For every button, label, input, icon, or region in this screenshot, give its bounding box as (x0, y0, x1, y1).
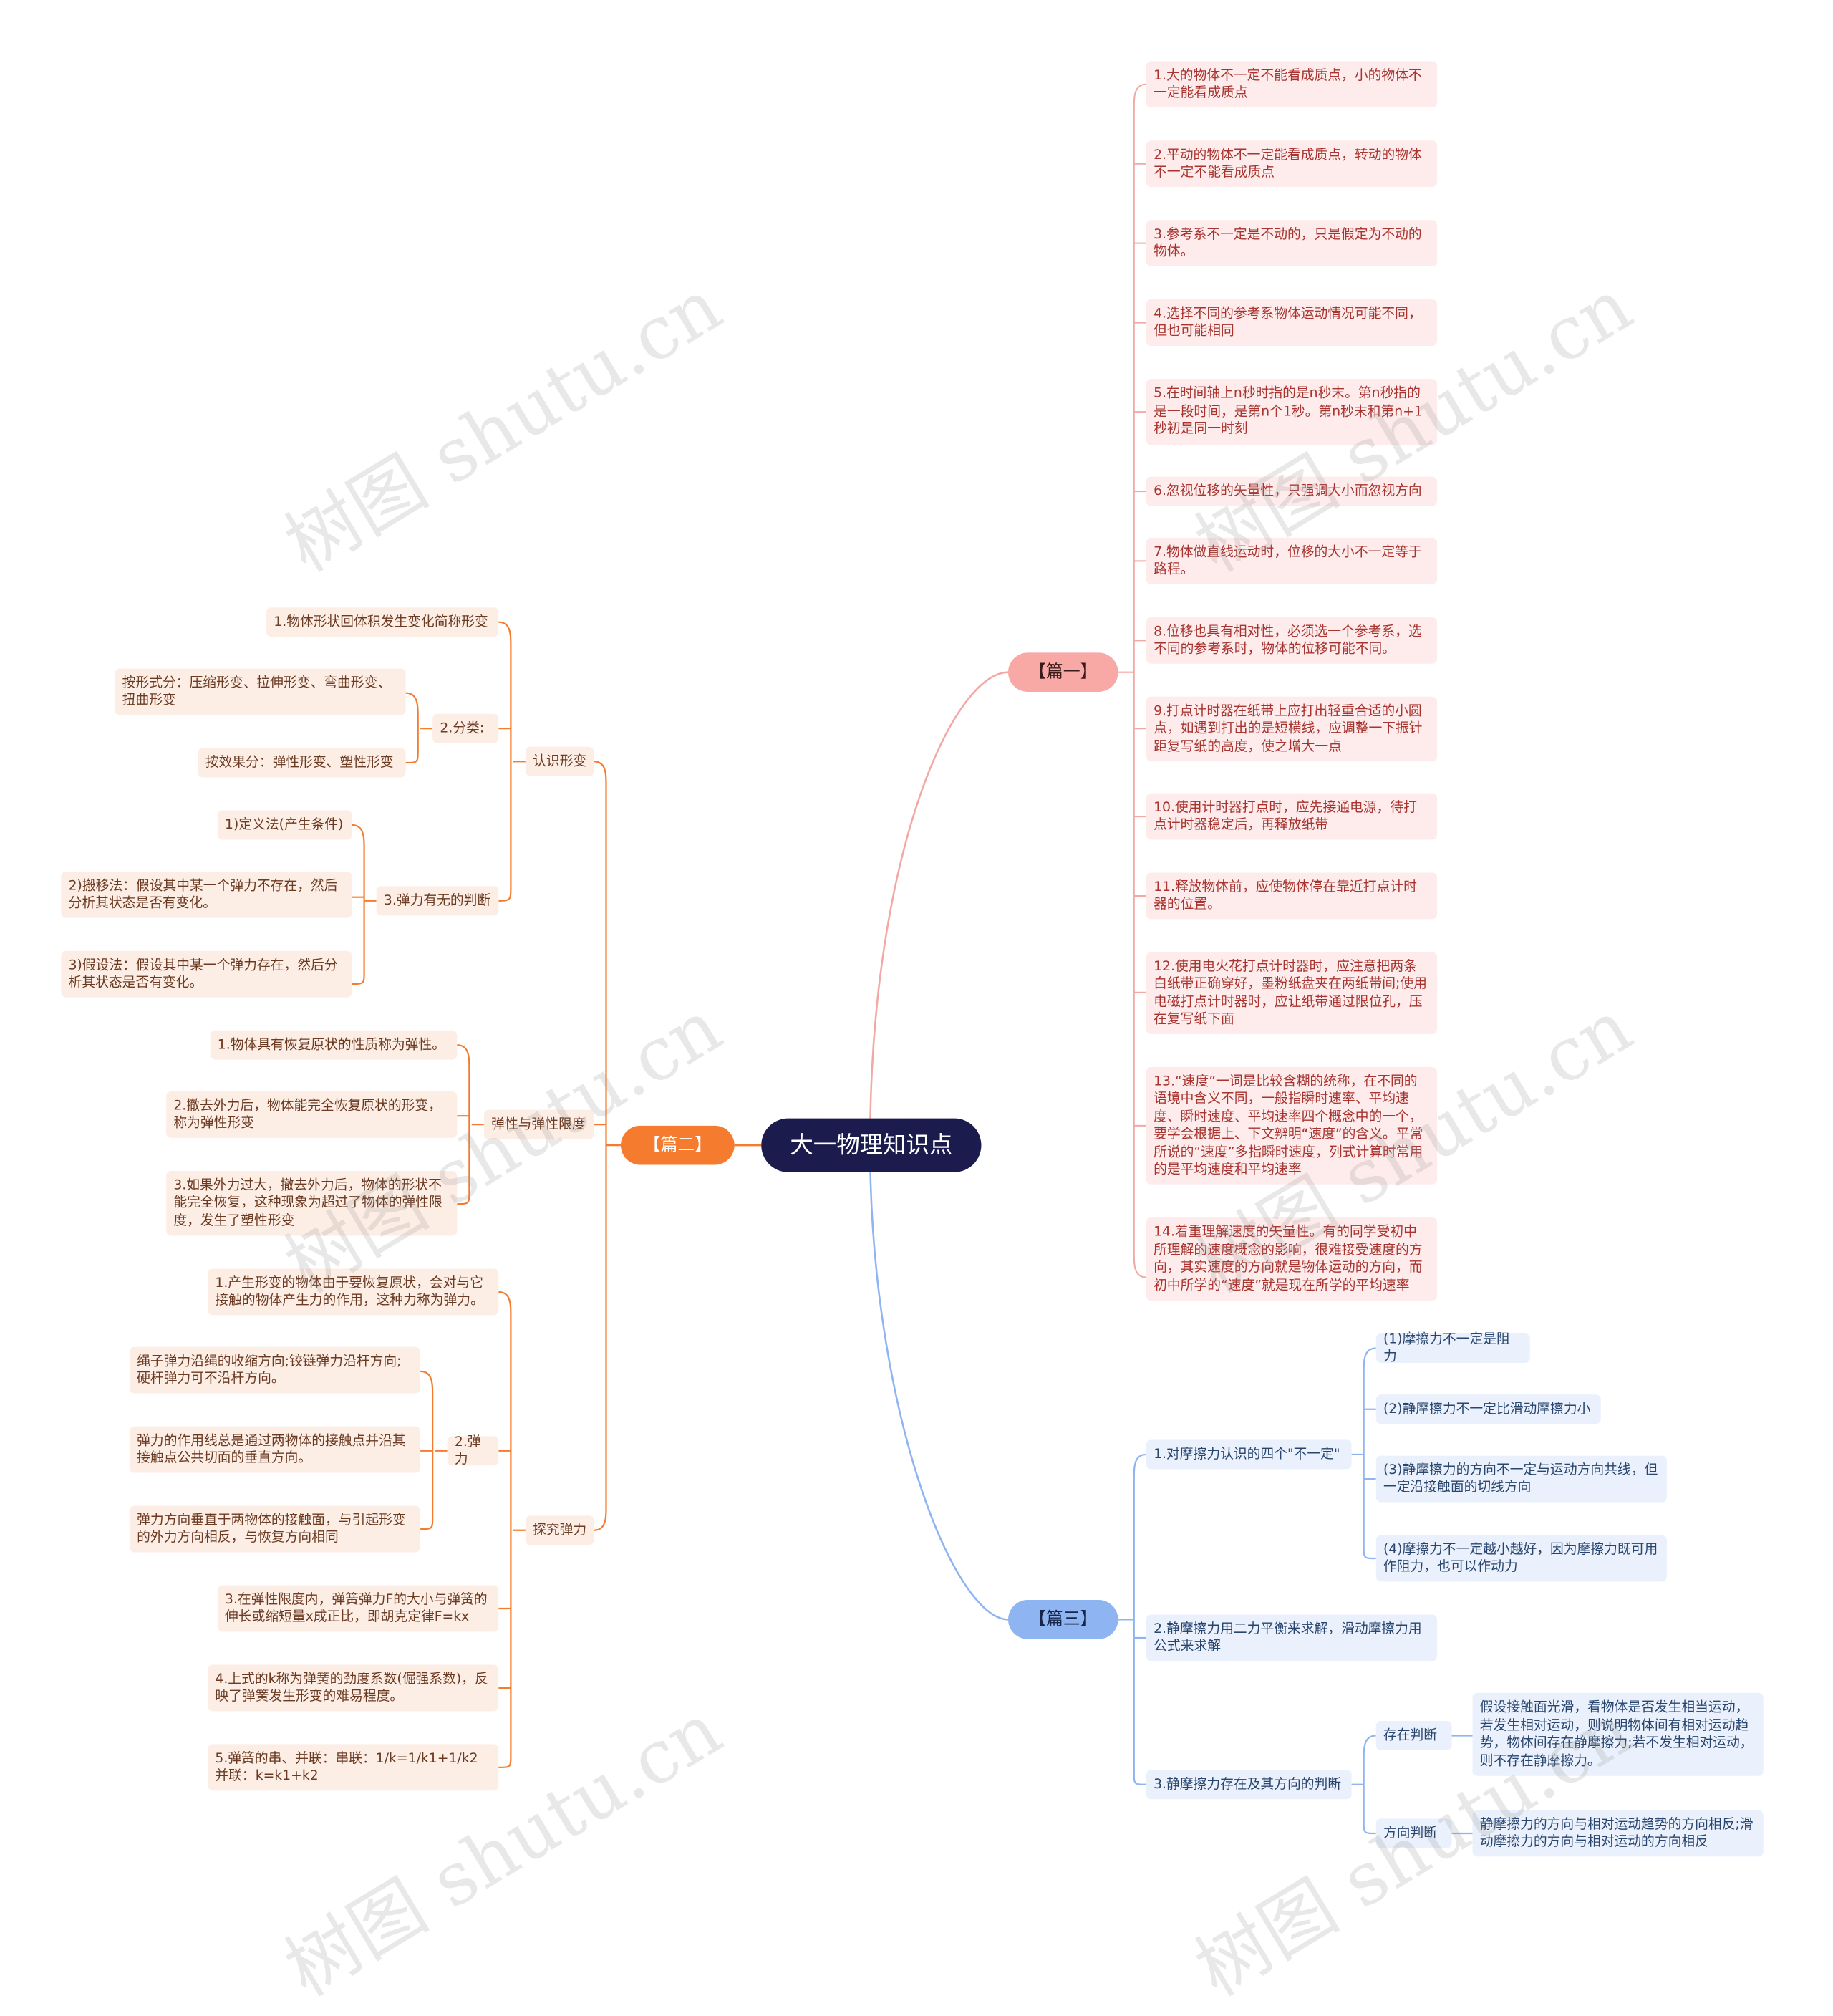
b3-item-3[interactable]: 3.静摩擦力存在及其方向的判断 (1146, 1770, 1352, 1800)
b2-g1-judge[interactable]: 3.弹力有无的判断 (376, 886, 499, 916)
b2-group-elastic-force[interactable]: 探究弹力 (525, 1515, 594, 1545)
b1-item-4[interactable]: 4.选择不同的参考系物体运动情况可能不同，但也可能相同 (1146, 299, 1438, 346)
b1-item-6[interactable]: 6.忽视位移的矢量性，只强调大小而忽视方向 (1146, 476, 1438, 506)
b2-g2-item-2[interactable]: 2.撤去外力后，物体能完全恢复原状的形变，称为弹性形变 (166, 1091, 458, 1138)
b3-item-3-existence[interactable]: 存在判断 (1375, 1720, 1452, 1750)
b1-item-8[interactable]: 8.位移也具有相对性，必须选一个参考系，选不同的参考系时，物体的位移可能不同。 (1146, 617, 1438, 664)
b2-g3-item-4[interactable]: 4.上式的k称为弹簧的劲度系数(倔强系数)，反映了弹簧发生形变的难易程度。 (208, 1664, 499, 1712)
b3-item-1[interactable]: 1.对摩擦力认识的四个"不一定" (1146, 1439, 1352, 1470)
b2-g1-judge-3[interactable]: 3)假设法：假设其中某一个弹力存在，然后分析其状态是否有变化。 (61, 950, 352, 998)
branch-3-node[interactable]: 【篇三】 (1008, 1600, 1118, 1639)
b1-item-11[interactable]: 11.释放物体前，应使物体停在靠近打点计时器的位置。 (1146, 872, 1438, 920)
b3-item-2[interactable]: 2.静摩擦力用二力平衡来求解，滑动摩擦力用公式来求解 (1146, 1614, 1438, 1661)
b1-item-2[interactable]: 2.平动的物体不一定能看成质点，转动的物体不一定不能看成质点 (1146, 140, 1438, 188)
b1-item-9[interactable]: 9.打点计时器在纸带上应打出轻重合适的小圆点，如遇到打出的是短横线，应调整一下振… (1146, 696, 1438, 762)
b1-item-13[interactable]: 13.“速度”一词是比较含糊的统称，在不同的语境中含义不同，一般指瞬时速率、平均… (1146, 1066, 1438, 1185)
b2-g1-class-effect[interactable]: 按效果分：弹性形变、塑性形变 (198, 748, 406, 778)
b2-group-elasticity[interactable]: 弹性与弹性限度 (483, 1109, 594, 1139)
branch-2-label: 【篇二】 (643, 1135, 712, 1155)
b3-item-1-1[interactable]: (1)摩擦力不一定是阻力 (1375, 1331, 1530, 1364)
b1-item-14[interactable]: 14.着重理解速度的矢量性。有的同学受初中所理解的速度概念的影响，很难接受速度的… (1146, 1217, 1438, 1301)
connector-lines (352, 83, 1473, 1835)
b1-item-3[interactable]: 3.参考系不一定是不动的，只是假定为不动的物体。 (1146, 220, 1438, 267)
branch-2-node[interactable]: 【篇二】 (620, 1125, 735, 1165)
b3-item-3-direction-detail[interactable]: 静摩擦力的方向与相对运动趋势的方向相反;滑动摩擦力的方向与相对运动的方向相反 (1472, 1810, 1764, 1857)
b3-item-1-2[interactable]: (2)静摩擦力不一定比滑动摩擦力小 (1375, 1394, 1601, 1424)
b2-g1-definition[interactable]: 1.物体形状回体积发生变化简称形变 (266, 607, 499, 637)
branch-1-node[interactable]: 【篇一】 (1008, 652, 1118, 692)
b2-g3-item-2[interactable]: 2.弹力 (447, 1433, 499, 1467)
b1-item-1[interactable]: 1.大的物体不一定不能看成质点，小的物体不一定能看成质点 (1146, 61, 1438, 108)
b2-g3-force-1[interactable]: 绳子弹力沿绳的收缩方向;铰链弹力沿杆方向;硬杆弹力可不沿杆方向。 (129, 1346, 421, 1394)
branch-1-label: 【篇一】 (1029, 662, 1098, 682)
b2-g2-item-1[interactable]: 1.物体具有恢复原状的性质称为弹性。 (210, 1030, 458, 1060)
b2-g2-item-3[interactable]: 3.如果外力过大，撤去外力后，物体的形状不能完全恢复，这种现象为超过了物体的弹性… (166, 1170, 458, 1236)
branch-3-label: 【篇三】 (1029, 1609, 1098, 1629)
b1-item-7[interactable]: 7.物体做直线运动时，位移的大小不一定等于路程。 (1146, 537, 1438, 584)
b2-g1-judge-1[interactable]: 1)定义法(产生条件) (217, 810, 352, 840)
b1-item-5[interactable]: 5.在时间轴上n秒时指的是n秒末。第n秒指的是一段时间，是第n个1秒。第n秒末和… (1146, 379, 1438, 445)
b2-g3-item-5[interactable]: 5.弹簧的串、并联：串联：1/k=1/k1+1/k2 并联：k=k1+k2 (208, 1744, 499, 1791)
b3-item-3-existence-detail[interactable]: 假设接触面光滑，看物体是否发生相当运动，若发生相对运动，则说明物体间有相对运动趋… (1472, 1692, 1764, 1776)
b2-g3-item-3[interactable]: 3.在弹性限度内，弹簧弹力F的大小与弹簧的伸长或缩短量x成正比，即胡克定律F=k… (217, 1585, 499, 1632)
b2-g3-item-1[interactable]: 1.产生形变的物体由于要恢复原状，会对与它接触的物体产生力的作用，这种力称为弹力… (208, 1268, 499, 1316)
b2-g3-force-2[interactable]: 弹力的作用线总是通过两物体的接触点并沿其接触点公共切面的垂直方向。 (129, 1426, 421, 1473)
root-label: 大一物理知识点 (790, 1131, 953, 1159)
b1-item-12[interactable]: 12.使用电火花打点计时器时，应注意把两条白纸带正确穿好，墨粉纸盘夹在两纸带间;… (1146, 952, 1438, 1034)
b1-item-10[interactable]: 10.使用计时器打点时，应先接通电源，待打点计时器稳定后，再释放纸带 (1146, 793, 1438, 840)
root-node[interactable]: 大一物理知识点 (761, 1118, 982, 1172)
b2-g1-judge-2[interactable]: 2)搬移法：假设其中某一个弹力不存在，然后分析其状态是否有变化。 (61, 871, 352, 918)
b2-g1-class-form[interactable]: 按形式分：压缩形变、拉伸形变、弯曲形变、扭曲形变 (115, 668, 406, 715)
mind-map-canvas: 大一物理知识点 【篇一】 【篇二】 【篇三】 1.大的物体不一定不能看成质点，小… (61, 61, 1764, 2013)
b3-item-3-direction[interactable]: 方向判断 (1375, 1818, 1452, 1848)
b3-item-1-3[interactable]: (3)静摩擦力的方向不一定与运动方向共线，但一定沿接触面的切线方向 (1375, 1455, 1667, 1503)
b2-g3-force-3[interactable]: 弹力方向垂直于两物体的接触面，与引起形变的外力方向相反，与恢复方向相同 (129, 1505, 421, 1553)
b3-item-1-4[interactable]: (4)摩擦力不一定越小越好，因为摩擦力既可用作阻力，也可以作动力 (1375, 1535, 1667, 1582)
b2-g1-classification[interactable]: 2.分类: (432, 713, 499, 743)
b2-group-deformation[interactable]: 认识形变 (525, 746, 594, 776)
